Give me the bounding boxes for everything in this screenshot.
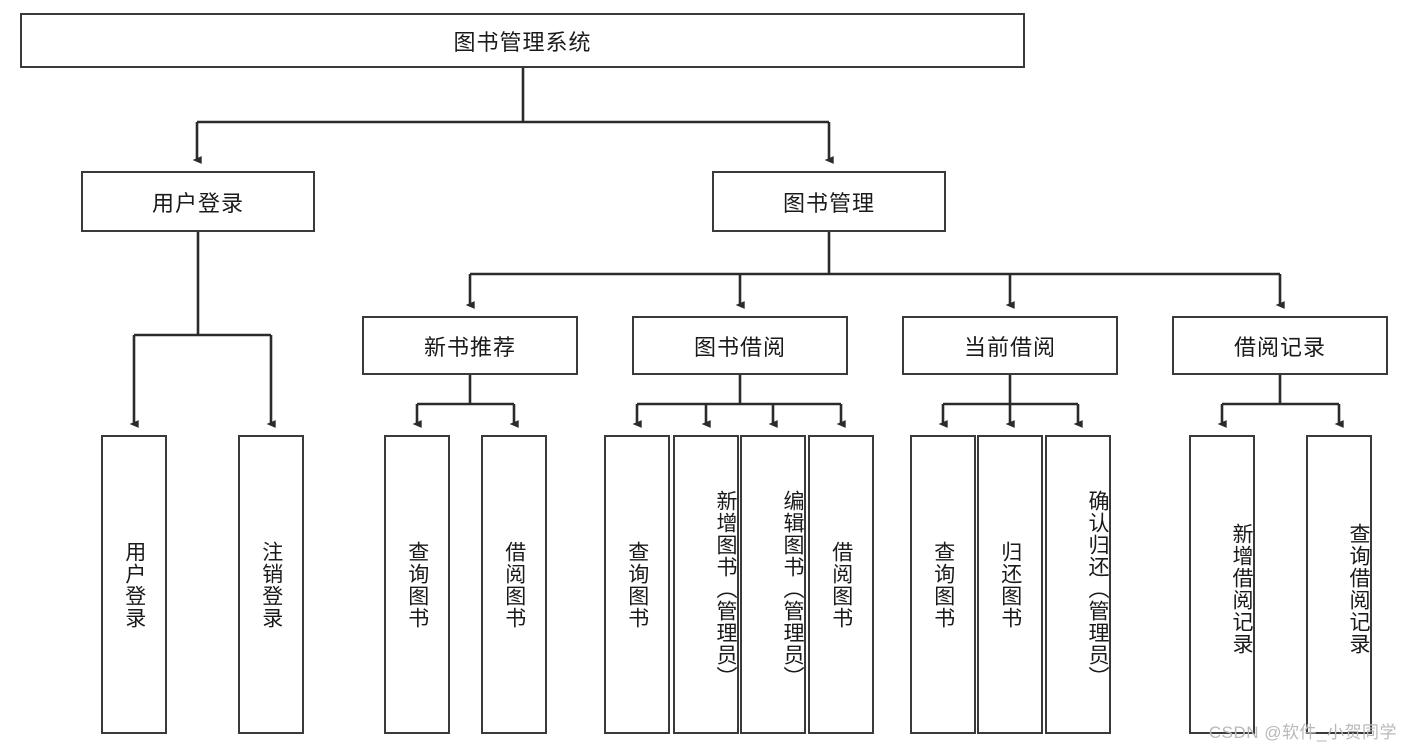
leaf-book-borrow-edit-label: 编辑图书（管理员） — [781, 489, 804, 688]
leaf-book-borrow-query[interactable]: 查询图书 — [604, 435, 670, 734]
leaf-user-login-login-label: 用户登录 — [122, 540, 146, 629]
node-current-borrow[interactable]: 当前借阅 — [902, 316, 1118, 375]
leaf-current-borrow-query-label: 查询图书 — [931, 540, 955, 629]
leaf-book-borrow-borrow[interactable]: 借阅图书 — [808, 435, 874, 734]
leaf-book-borrow-edit[interactable]: 编辑图书（管理员） — [740, 435, 806, 734]
leaf-current-borrow-query[interactable]: 查询图书 — [910, 435, 976, 734]
leaf-book-borrow-add-label: 新增图书（管理员） — [714, 489, 737, 688]
leaf-book-borrow-query-label: 查询图书 — [625, 540, 649, 629]
leaf-user-login-login[interactable]: 用户登录 — [101, 435, 167, 734]
leaf-new-book-query[interactable]: 查询图书 — [384, 435, 450, 734]
node-new-book-recommend[interactable]: 新书推荐 — [362, 316, 578, 375]
leaf-borrow-record-query[interactable]: 查询借阅记录 — [1306, 435, 1372, 734]
node-borrow-record[interactable]: 借阅记录 — [1172, 316, 1388, 375]
leaf-user-login-logout[interactable]: 注销登录 — [238, 435, 304, 734]
leaf-current-borrow-confirm-return-label: 确认归还（管理员） — [1086, 489, 1109, 688]
node-book-borrow-label: 图书借阅 — [693, 334, 786, 360]
leaf-borrow-record-add-label: 新增借阅记录 — [1230, 522, 1253, 655]
node-borrow-record-label: 借阅记录 — [1233, 334, 1326, 360]
leaf-book-borrow-add[interactable]: 新增图书（管理员） — [673, 435, 739, 734]
node-current-borrow-label: 当前借阅 — [963, 334, 1056, 360]
leaf-new-book-borrow-label: 借阅图书 — [502, 540, 526, 629]
leaf-new-book-borrow[interactable]: 借阅图书 — [481, 435, 547, 734]
node-user-login[interactable]: 用户登录 — [81, 171, 315, 232]
node-book-borrow[interactable]: 图书借阅 — [632, 316, 848, 375]
leaf-user-login-logout-label: 注销登录 — [259, 540, 283, 629]
leaf-current-borrow-confirm-return[interactable]: 确认归还（管理员） — [1045, 435, 1111, 734]
node-root-label: 图书管理系统 — [453, 29, 592, 55]
leaf-current-borrow-return-label: 归还图书 — [998, 540, 1022, 629]
leaf-borrow-record-query-label: 查询借阅记录 — [1347, 522, 1370, 655]
leaf-current-borrow-return[interactable]: 归还图书 — [977, 435, 1043, 734]
leaf-book-borrow-borrow-label: 借阅图书 — [829, 540, 853, 629]
node-new-book-recommend-label: 新书推荐 — [423, 334, 516, 360]
node-book-management-label: 图书管理 — [782, 190, 875, 216]
node-root[interactable]: 图书管理系统 — [20, 13, 1025, 68]
node-book-management[interactable]: 图书管理 — [712, 171, 946, 232]
csdn-watermark: CSDN @软件_小贺同学 — [1208, 723, 1397, 742]
leaf-new-book-query-label: 查询图书 — [405, 540, 429, 629]
leaf-borrow-record-add[interactable]: 新增借阅记录 — [1189, 435, 1255, 734]
node-user-login-label: 用户登录 — [151, 190, 244, 216]
